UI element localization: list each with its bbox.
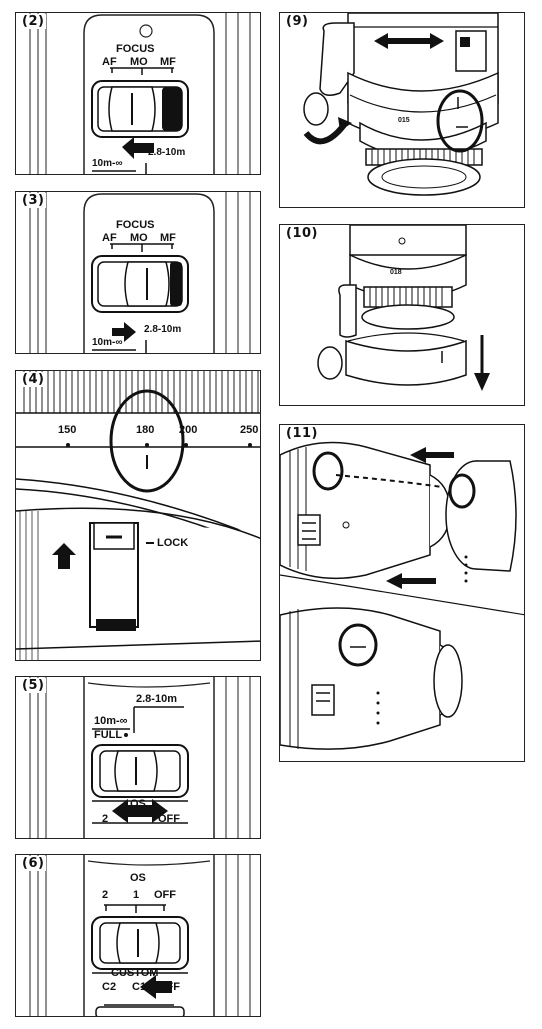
slide-right-arrow-icon xyxy=(112,322,136,342)
focus-option-af: AF xyxy=(102,56,117,68)
custom-option-c2: C2 xyxy=(102,981,117,993)
custom-switch-title: CUSTOM xyxy=(111,967,159,979)
tripod-collar-illustration xyxy=(303,13,499,196)
focus-option-mo: MO xyxy=(130,232,148,244)
panel-number: (10) xyxy=(284,226,320,241)
panel-6-custom-switch: (6) OS 2 1 OFF CUSTOM C2 C1 OFF xyxy=(15,854,261,1017)
focus-option-af: AF xyxy=(102,232,117,244)
panel-2-focus-switch: (2) FOCUS AF MO MF 2.8-10m 10m-∞ xyxy=(15,12,261,175)
full-range-label: FULL xyxy=(94,729,123,741)
custom-option-off: OFF xyxy=(158,981,180,993)
focus-option-mf: MF xyxy=(160,56,176,68)
os-option-off: OFF xyxy=(154,889,176,901)
focus-range-near: 2.8-10m xyxy=(136,693,177,705)
zoom-scale-180: 180 xyxy=(136,424,155,436)
focus-switch-illustration xyxy=(29,192,251,353)
focus-range-near: 2.8-10m xyxy=(144,324,182,335)
slide-left-arrow-icon xyxy=(122,137,154,159)
lens-mark: 018 xyxy=(390,269,402,276)
focus-switch-title: FOCUS xyxy=(116,43,155,55)
slide-left-arrow-icon xyxy=(140,975,172,999)
slide-both-ways-arrow-icon xyxy=(112,799,168,823)
zoom-scale-200: 200 xyxy=(179,424,198,436)
panel-number: (4) xyxy=(20,372,47,387)
os-switch-title: OS xyxy=(130,872,146,884)
slide-down-arrow-icon xyxy=(474,373,490,391)
panel-number: (9) xyxy=(284,14,311,29)
lock-label: LOCK xyxy=(157,537,189,549)
index-mark-highlight xyxy=(436,89,484,153)
focus-range-far: 10m-∞ xyxy=(92,337,123,348)
tripod-collar-removal-illustration xyxy=(317,225,490,391)
index-mark-highlight xyxy=(448,473,476,509)
index-mark-highlight xyxy=(338,623,378,667)
rotate-arrow-icon xyxy=(374,33,444,49)
focus-option-mo: MO xyxy=(130,56,148,68)
focus-range-near: 2.8-10m xyxy=(148,147,186,158)
os-option-1: 1 xyxy=(133,889,140,901)
slide-left-arrow-icon xyxy=(386,573,436,589)
os-option-2: 2 xyxy=(102,889,109,901)
panel-4-zoom-lock: (4) 150 180 200 250 LOCK xyxy=(15,370,261,661)
panel-number: (5) xyxy=(20,678,47,693)
panel-number: (11) xyxy=(284,426,320,441)
lens-mark: 015 xyxy=(398,117,410,124)
os-option-2: 2 xyxy=(102,813,109,825)
os-switch-illustration xyxy=(29,677,251,838)
index-mark-highlight xyxy=(109,389,185,493)
focus-range-far: 10m-∞ xyxy=(94,715,128,727)
zoom-scale-150: 150 xyxy=(58,424,77,436)
panel-number: (6) xyxy=(20,856,47,871)
os-switch-title: OS xyxy=(130,798,146,810)
panel-11-rear-cap-attach: (11) xyxy=(279,424,525,762)
focus-switch-title: FOCUS xyxy=(116,219,155,231)
custom-switch-illustration xyxy=(29,855,251,1016)
panel-9-tripod-collar-rotate: (9) 015 xyxy=(279,12,525,208)
focus-range-far: 10m-∞ xyxy=(92,158,123,169)
custom-option-c1: C1 xyxy=(132,981,147,993)
zoom-scale-250: 250 xyxy=(240,424,259,436)
panel-number: (2) xyxy=(20,14,47,29)
rear-cap-illustration xyxy=(280,441,524,750)
panel-5-os-switch: (5) 2.8-10m 10m-∞ FULL OS 2 OFF xyxy=(15,676,261,839)
panel-3-focus-switch: (3) FOCUS AF MO MF 2.8-10m 10m-∞ xyxy=(15,191,261,354)
slide-up-arrow-icon xyxy=(52,543,76,569)
panel-10-tripod-collar-remove: (10) 018 xyxy=(279,224,525,406)
focus-option-mf: MF xyxy=(160,232,176,244)
panel-number: (3) xyxy=(20,193,47,208)
zoom-lock-illustration xyxy=(16,371,260,660)
focus-switch-illustration xyxy=(29,13,251,174)
index-mark-highlight xyxy=(312,451,344,491)
os-option-off: OFF xyxy=(158,813,180,825)
slide-left-arrow-icon xyxy=(410,447,454,463)
